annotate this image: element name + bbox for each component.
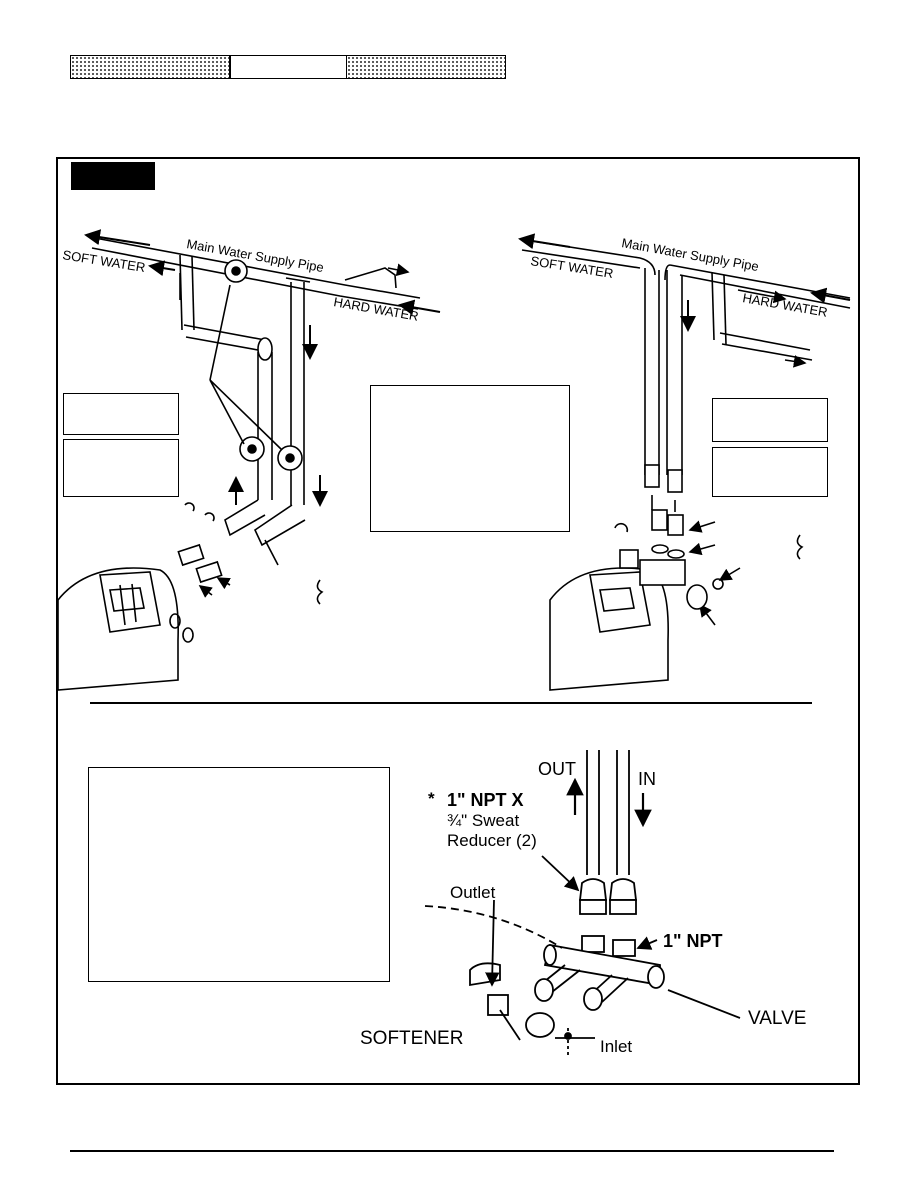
header-pattern-left [70,55,230,79]
left-bypass-diagram [57,229,441,691]
left-hard-water-label: HARD WATER [332,294,419,324]
inlet-label: Inlet [600,1037,632,1056]
callout-box-bottom-left [88,767,390,982]
figure-frame [56,157,860,1085]
section-divider [90,702,812,704]
callout-box-right-bottom [712,447,828,497]
right-direct-diagram [518,233,851,691]
bottom-diagram-labels: OUT IN * 1" NPT X ¾" Sweat Reducer (2) 1… [360,759,806,1056]
callout-box-right-top [712,398,828,442]
header-title-box [230,55,348,79]
callout-box-left-top [63,393,179,435]
reducer-line-3: Reducer (2) [447,831,537,850]
left-main-pipe-label: Main Water Supply Pipe [185,236,324,275]
outlet-label: Outlet [450,883,496,902]
footer-rule [70,1150,834,1152]
out-label: OUT [538,759,576,779]
figure-tag [71,162,155,190]
callout-box-center [370,385,570,532]
npt-label: 1" NPT [663,931,723,951]
bottom-valve-diagram [424,750,741,1055]
reducer-star: * [428,789,435,808]
left-soft-water-label: SOFT WATER [62,247,147,275]
section-header-bar [70,55,506,79]
reducer-line-1: 1" NPT X [447,790,524,810]
in-label: IN [638,769,656,789]
softener-label: SOFTENER [360,1028,463,1049]
reducer-line-2: ¾" Sweat [447,811,519,830]
header-pattern-right [346,55,506,79]
valve-label: VALVE [748,1008,806,1029]
callout-box-left-bottom [63,439,179,497]
